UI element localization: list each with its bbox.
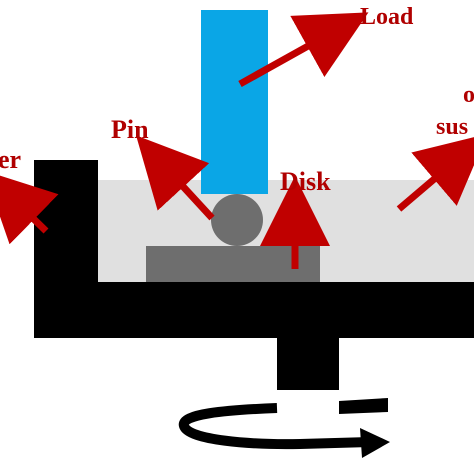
rotation-arrow	[178, 403, 371, 450]
solution-label-partial-line2: sus	[436, 114, 468, 140]
holder-arrow	[0, 170, 59, 245]
load-label: Load	[360, 4, 414, 30]
rotation-arrow-top-band	[339, 398, 388, 414]
disk-plate	[146, 246, 320, 282]
pin-label: Pin	[111, 115, 149, 144]
holder-frame	[34, 160, 474, 338]
pin-ball	[211, 194, 263, 246]
solution-arrow	[396, 133, 474, 212]
load-arrow	[238, 12, 369, 88]
spindle-shaft	[277, 336, 339, 390]
disk-label: Disk	[280, 167, 331, 196]
load-rod	[201, 10, 268, 194]
holder-label-partial: er	[0, 145, 21, 174]
rotation-arrowhead	[360, 428, 390, 458]
pin-arrow	[136, 135, 215, 221]
solution-label-partial-line1: o	[463, 82, 474, 108]
